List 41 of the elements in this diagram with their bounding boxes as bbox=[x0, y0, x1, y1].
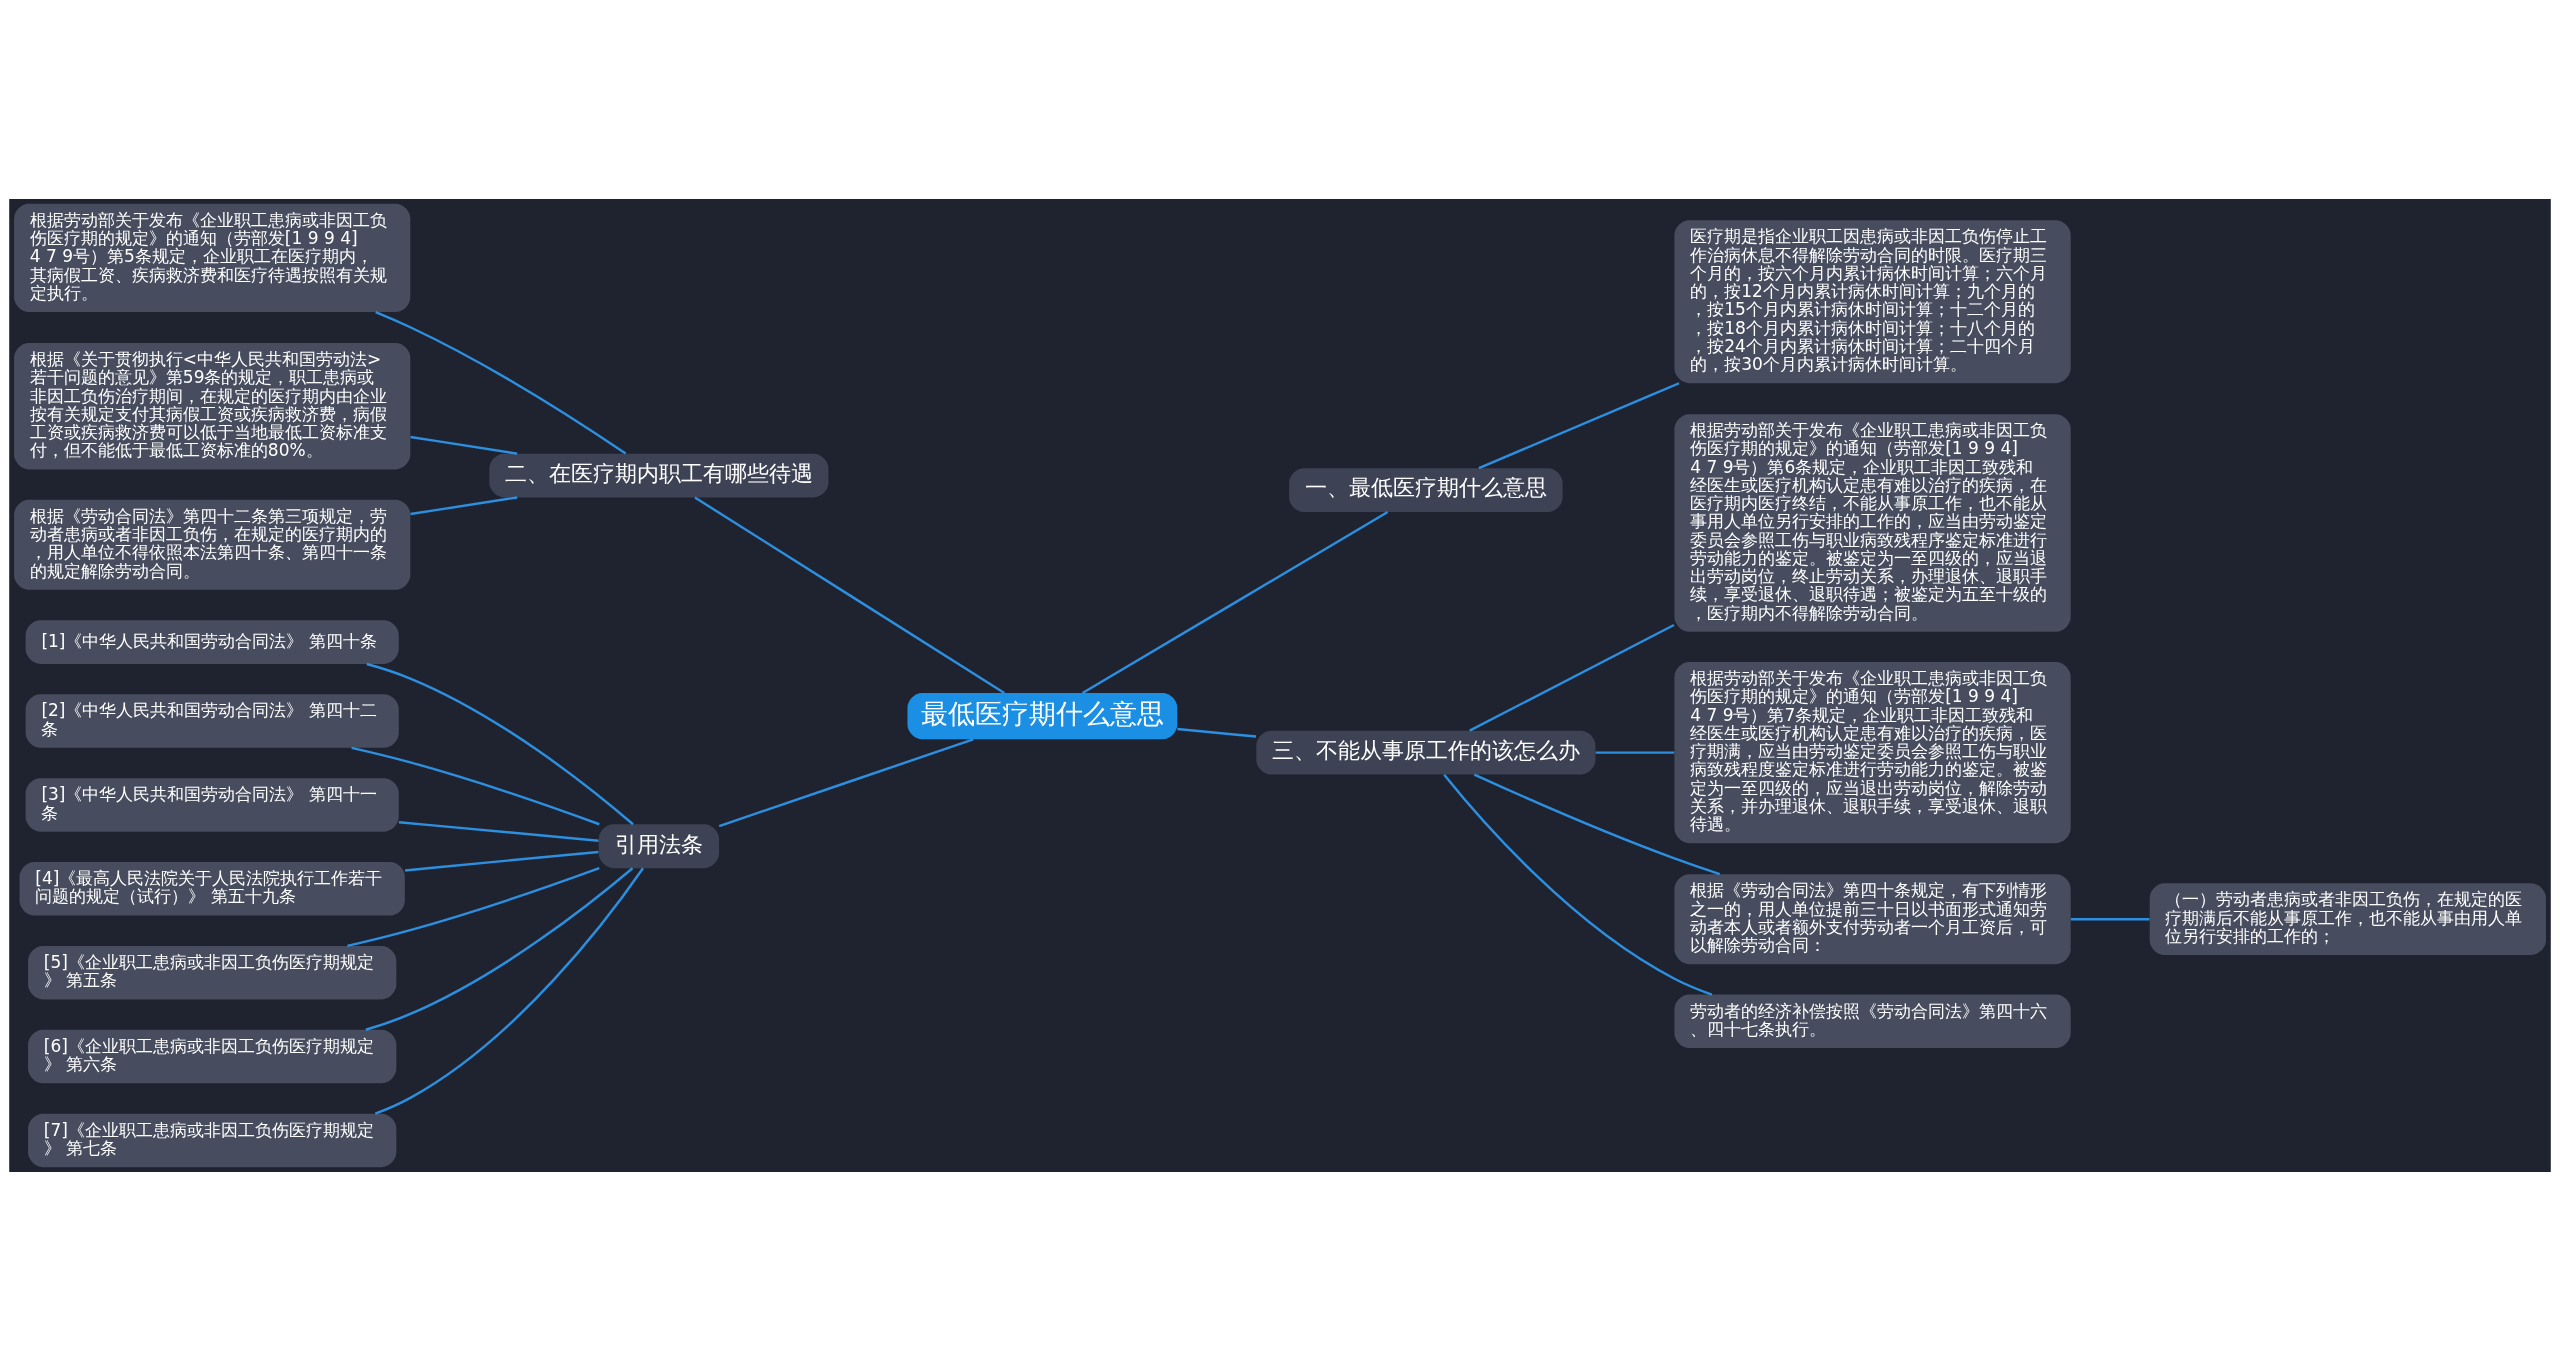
node-box: 根据《劳动合同法》第四十二条第三项规定，劳动者患病或者非因工负伤，在规定的医疗期内的，用人单位不得依照本法第四十条、第四十一条的规定解除劳动合同。 bbox=[14, 499, 411, 590]
node-box: [7]《企业职工患病或非因工负伤医疗期规定》 第七条 bbox=[28, 1113, 397, 1167]
connector bbox=[2070, 917, 2150, 920]
node-box: 医疗期是指企业职工因患病或非因工负伤停止工作治病休息不得解除劳动合同的时限。医疗期三个月的，按六个月内累计病休时间计算；六个月的，按12个月内累计病休时间计算；九个月的，按15个月内累计病休时间计算；十二个月的，按18个月内累计病休时间计算；十八个月的，按24个月内累计病休时间计算；二十四个月的，按30个月内累计病休时间计算。 bbox=[1674, 219, 2071, 383]
connector bbox=[1177, 727, 1257, 738]
node-box: 根据劳动部关于发布《企业职工患病或非因工负伤医疗期的规定》的通知（劳部发[1 9 9 4] 4 7 9号）第5条规定，企业职工在医疗期内，其病假工资、疾病救济费和医疗待遇按照有关规定执行。 bbox=[14, 203, 411, 312]
node-box: 根据《关于贯彻执行<中华人民共和国劳动法>若干问题的意见》第59条的规定，职工患病或非因工负伤治疗期间，在规定的医疗期内由企业按有关规定支付其病假工资或疾病救济费，病假工资或疾病救济费可以低于当地最低工资标准支付，但不能低于最低工资标准的80%。 bbox=[14, 342, 411, 469]
node-box: 根据劳动部关于发布《企业职工患病或非因工负伤医疗期的规定》的通知（劳部发[1 9 9 4] 4 7 9号）第7条规定，企业职工非因工致残和经医生或医疗机构认定患有难以治疗的疾病，医疗期满，应当由劳动鉴定委员会参照工伤与职业病致残程度鉴定标准进行劳动能力的鉴定。被鉴定为一至四级的，应当退出劳动岗位，解除劳动关系，并办理退休、退职手续，享受退休、退职待遇。 bbox=[1674, 661, 2071, 843]
connector bbox=[351, 746, 600, 825]
connector bbox=[1469, 623, 1675, 732]
connector bbox=[1595, 750, 1675, 754]
connector bbox=[410, 495, 518, 515]
node-box: [6]《企业职工患病或非因工负伤医疗期规定》 第六条 bbox=[28, 1029, 397, 1083]
connector bbox=[1443, 773, 1713, 996]
connector bbox=[1081, 510, 1389, 694]
connector bbox=[398, 820, 599, 842]
node-box: 根据《劳动合同法》第四十条规定，有下列情形之一的，用人单位提前三十日以书面形式通知劳动者本人或者额外支付劳动者一个月工资后，可以解除劳动合同： bbox=[1674, 873, 2071, 964]
connector bbox=[374, 867, 644, 1115]
connector bbox=[718, 737, 974, 827]
connector bbox=[410, 435, 518, 455]
node-box: 引用法条 bbox=[598, 823, 720, 868]
node-box: [4]《最高人民法院关于人民法院执行工作若干问题的规定（试行）》 第五十九条 bbox=[19, 861, 405, 916]
node-box: （一）劳动者患病或者非因工负伤，在规定的医疗期满后不能从事原工作，也不能从事由用人单位另行安排的工作的； bbox=[2149, 882, 2546, 955]
node-box: [3]《中华人民共和国劳动合同法》 第四十一条 bbox=[25, 777, 399, 832]
connector bbox=[366, 662, 634, 825]
node-box: 二、在医疗期内职工有哪些待遇 bbox=[489, 453, 829, 497]
node-box: [5]《企业职工患病或非因工负伤医疗期规定》 第五条 bbox=[28, 945, 397, 999]
node-box: 三、不能从事原工作的该怎么办 bbox=[1256, 730, 1596, 775]
node-box: 劳动者的经济补偿按照《劳动合同法》第四十六、四十七条执行。 bbox=[1674, 994, 2071, 1048]
connector bbox=[375, 310, 627, 454]
connector bbox=[694, 496, 1005, 694]
connector bbox=[365, 866, 634, 1031]
node-box: 一、最低医疗期什么意思 bbox=[1289, 467, 1563, 512]
connector bbox=[404, 850, 599, 872]
node-box: 最低医疗期什么意思 bbox=[907, 692, 1178, 739]
node-box: 根据劳动部关于发布《企业职工患病或非因工负伤医疗期的规定》的通知（劳部发[1 9 9 4] 4 7 9号）第6条规定，企业职工非因工致残和经医生或医疗机构认定患有难以治疗的疾病，在医疗期内医疗终结，不能从事原工作，也不能从事用人单位另行安排的工作的，应当由劳动鉴定委员会参照工伤与职业病致残程序鉴定标准进行劳动能力的鉴定。被鉴定为一至四级的，应当退出劳动岗位，终止劳动关系，办理退休、退职手续，享受退休、退职待遇；被鉴定为五至十级的，医疗期内不得解除劳动合同。 bbox=[1674, 413, 2071, 632]
node-box: [1]《中华人民共和国劳动合同法》 第四十条 bbox=[25, 619, 399, 664]
connector bbox=[1473, 773, 1721, 875]
node-box: [2]《中华人民共和国劳动合同法》 第四十二条 bbox=[25, 693, 399, 748]
connector bbox=[347, 866, 600, 947]
connector bbox=[1478, 381, 1680, 469]
